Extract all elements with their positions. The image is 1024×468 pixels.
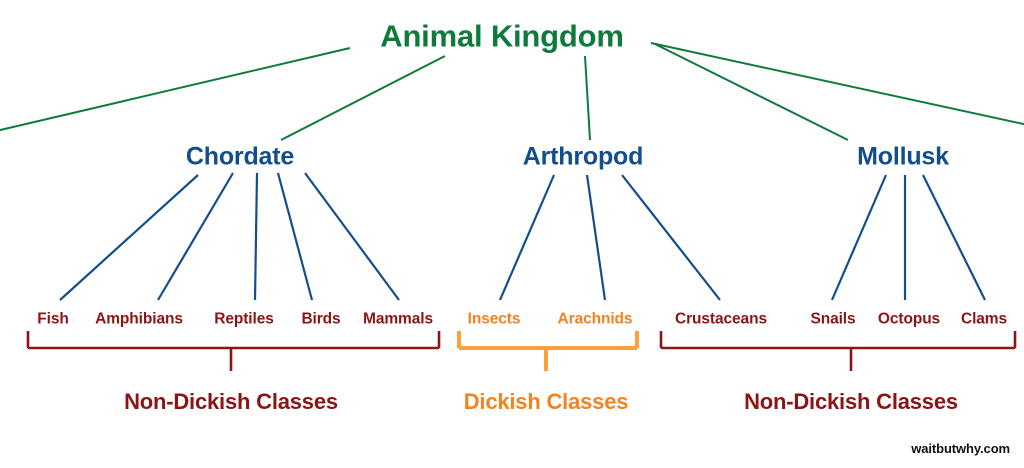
edge-arthropod-to-insects bbox=[498, 174, 556, 301]
edge-chordate-to-mammals bbox=[304, 172, 400, 301]
node-label-fish: Fish bbox=[37, 310, 69, 328]
edge-kingdom-to-mollusk bbox=[654, 43, 849, 141]
node-label-animal-kingdom: Animal Kingdom bbox=[380, 18, 624, 54]
group-label-non-dickish-classes-0: Non-Dickish Classes bbox=[124, 389, 338, 414]
edge-chordate-to-amphibians bbox=[157, 172, 234, 301]
node-label-mammals: Mammals bbox=[363, 310, 433, 328]
node-label-arachnids: Arachnids bbox=[557, 310, 633, 328]
edge-chordate-to-fish bbox=[59, 174, 199, 301]
node-label-arthropod: Arthropod bbox=[522, 142, 644, 171]
edge-mollusk-to-snails bbox=[830, 174, 888, 301]
watermark: waitbutwhy.com bbox=[911, 441, 1010, 456]
kingdom-edge-group bbox=[0, 42, 1024, 141]
node-label-clams: Clams bbox=[960, 310, 1008, 328]
node-label-insects: Insects bbox=[467, 310, 521, 328]
phylum-edge-group bbox=[59, 172, 986, 301]
edge-mollusk-to-clams bbox=[922, 174, 986, 301]
edge-kingdom-to-offscreen-right bbox=[650, 42, 1024, 126]
node-label-crustaceans: Crustaceans bbox=[675, 310, 767, 328]
node-label-chordate: Chordate bbox=[185, 142, 295, 171]
group-label-dickish-classes-1: Dickish Classes bbox=[463, 389, 629, 414]
edge-chordate-to-reptiles bbox=[253, 172, 259, 301]
edge-arthropod-to-crustaceans bbox=[621, 174, 721, 301]
edge-kingdom-to-chordate bbox=[280, 55, 446, 141]
edge-kingdom-to-offscreen-left bbox=[0, 47, 351, 132]
edge-kingdom-to-arthropod bbox=[584, 55, 591, 141]
node-label-reptiles: Reptiles bbox=[214, 310, 274, 328]
edge-chordate-to-birds bbox=[276, 172, 314, 301]
node-label-amphibians: Amphibians bbox=[95, 310, 183, 328]
node-label-mollusk: Mollusk bbox=[857, 142, 949, 171]
node-label-octopus: Octopus bbox=[877, 310, 941, 328]
group-bracket-layer bbox=[26, 331, 1017, 371]
edge-arthropod-to-arachnids bbox=[585, 174, 607, 301]
node-label-birds: Birds bbox=[301, 310, 341, 328]
group-label-non-dickish-classes-2: Non-Dickish Classes bbox=[744, 389, 958, 414]
node-label-snails: Snails bbox=[810, 310, 856, 328]
